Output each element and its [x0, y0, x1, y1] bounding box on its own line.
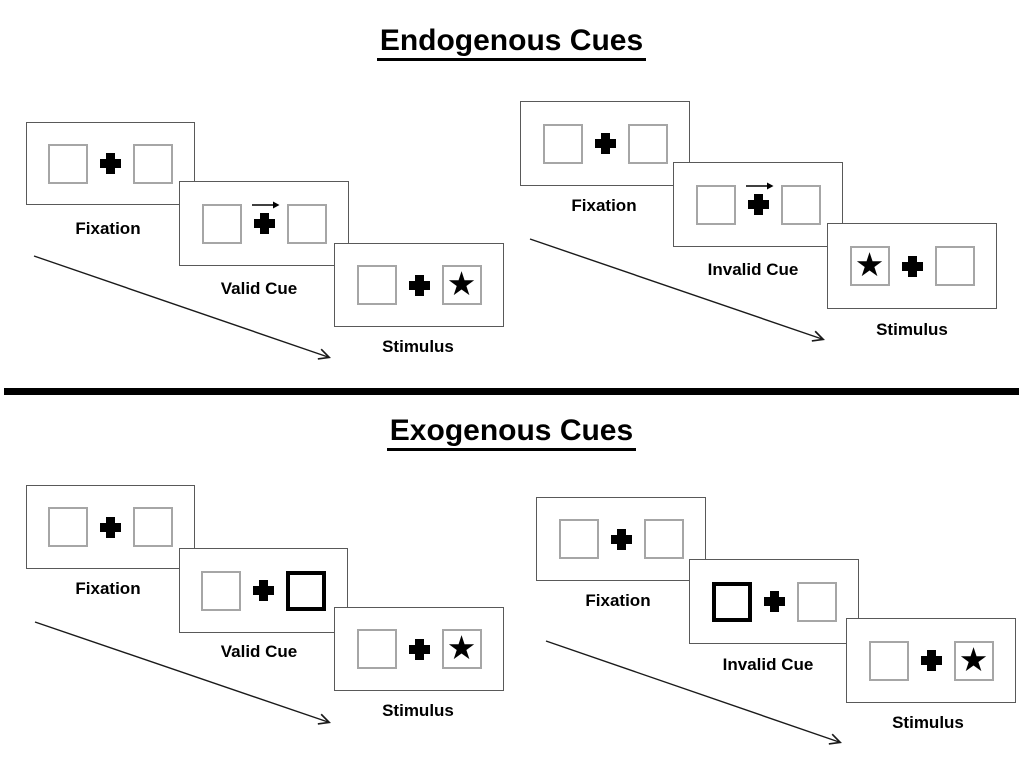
exo-valid-fixation-panel [26, 485, 195, 569]
left-placeholder-box [542, 123, 583, 164]
endo-valid-cue-panel [179, 181, 349, 266]
right-highlighted-cue-box [286, 570, 326, 611]
left-placeholder-box [201, 203, 242, 244]
endo-invalid-cue-panel [673, 162, 843, 247]
endogenous-section-title: Endogenous Cues [0, 24, 1023, 61]
right-placeholder-box [133, 143, 173, 184]
exogenous-title-text: Exogenous Cues [386, 414, 637, 451]
left-placeholder-box [868, 640, 909, 681]
cue-arrow-right-icon [745, 182, 773, 190]
left-placeholder-box [48, 143, 88, 184]
fixation-label: Fixation [585, 591, 651, 610]
star-icon: ★ [446, 629, 477, 666]
right-placeholder-box [286, 203, 327, 244]
fixation-cross-icon [610, 528, 632, 550]
fixation-cross-icon [100, 153, 121, 174]
left-target-box: ★ [849, 246, 890, 286]
invalid-cue-label: Invalid Cue [722, 655, 814, 674]
left-placeholder-box [201, 570, 241, 611]
right-placeholder-box [627, 123, 668, 164]
stimulus-label: Stimulus [382, 701, 454, 720]
fixation-label: Fixation [75, 579, 141, 598]
left-highlighted-cue-box [711, 581, 752, 622]
exo-invalid-cue-panel [689, 559, 859, 644]
left-placeholder-box [356, 265, 397, 305]
stimulus-label: Stimulus [876, 320, 948, 339]
exo-invalid-stimulus-panel: ★ [846, 618, 1016, 703]
valid-cue-label: Valid Cue [220, 642, 298, 661]
right-placeholder-box [133, 507, 173, 547]
valid-cue-label: Valid Cue [220, 279, 298, 298]
exogenous-section-title: Exogenous Cues [0, 414, 1023, 451]
endogenous-title-text: Endogenous Cues [376, 24, 647, 61]
right-target-box: ★ [953, 640, 994, 681]
fixation-cross-icon [763, 591, 785, 612]
fixation-cross-icon [253, 213, 275, 234]
right-placeholder-box [643, 519, 684, 559]
fixation-cross-icon [901, 255, 923, 277]
fixation-label: Fixation [75, 219, 141, 238]
exo-valid-stimulus-panel: ★ [334, 607, 504, 691]
fixation-label: Fixation [571, 196, 637, 215]
exo-invalid-fixation-panel [536, 497, 706, 581]
fixation-cross-icon [100, 516, 121, 538]
left-placeholder-box [356, 629, 397, 669]
endo-valid-stimulus-panel: ★ [334, 243, 504, 327]
diagonal-arrow-icon [33, 255, 331, 360]
fixation-cross-icon [920, 650, 942, 671]
invalid-cue-label: Invalid Cue [707, 260, 799, 279]
fixation-cross-icon [747, 194, 769, 215]
right-target-box: ★ [441, 629, 482, 669]
star-icon: ★ [854, 246, 885, 283]
fixation-cross-icon [253, 580, 274, 601]
cue-arrow-right-icon [251, 201, 279, 209]
fixation-cross-icon [408, 638, 430, 660]
diagonal-arrow-icon [529, 238, 825, 342]
stimulus-label: Stimulus [382, 337, 454, 356]
star-icon: ★ [446, 265, 477, 302]
exo-valid-cue-panel [179, 548, 348, 633]
right-target-box: ★ [441, 265, 482, 305]
endo-invalid-stimulus-panel: ★ [827, 223, 997, 309]
section-divider [4, 388, 1019, 395]
left-placeholder-box [695, 184, 736, 225]
left-placeholder-box [558, 519, 599, 559]
right-placeholder-box [796, 581, 837, 622]
star-icon: ★ [958, 640, 989, 678]
endo-valid-fixation-panel [26, 122, 195, 205]
stimulus-label: Stimulus [892, 713, 964, 732]
diagonal-arrow-icon [34, 621, 331, 725]
endo-invalid-fixation-panel [520, 101, 690, 186]
fixation-cross-icon [408, 274, 430, 296]
left-placeholder-box [48, 507, 88, 547]
right-placeholder-box [780, 184, 821, 225]
fixation-cross-icon [594, 133, 616, 154]
right-placeholder-box [934, 246, 975, 286]
